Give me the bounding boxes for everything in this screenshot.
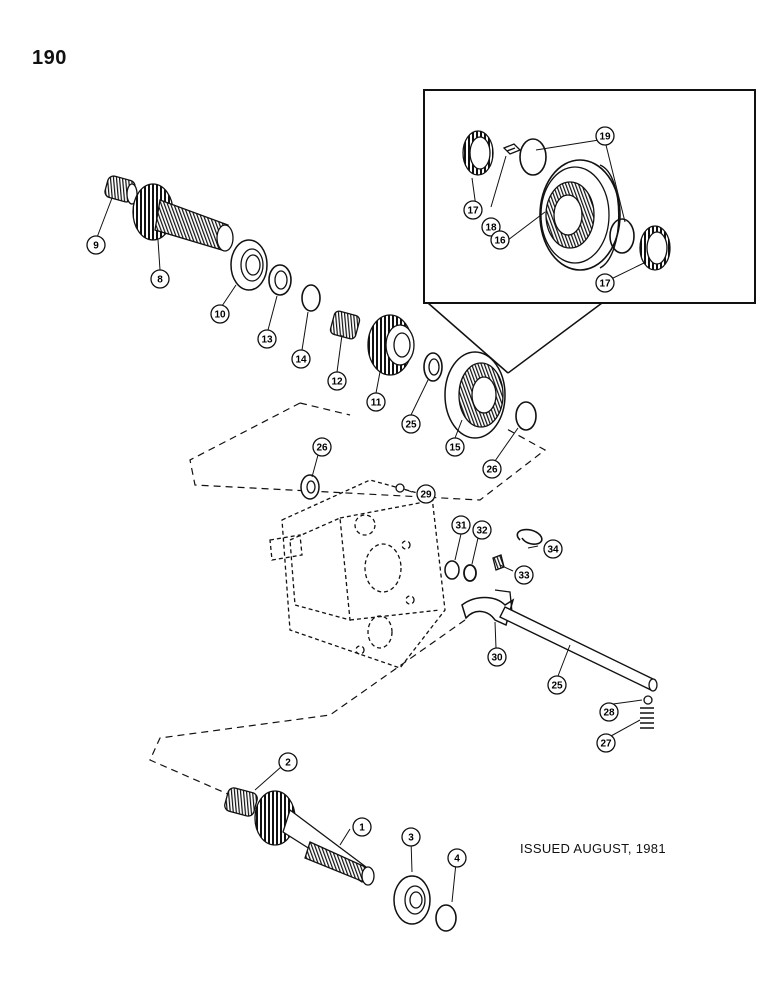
svg-text:34: 34	[547, 545, 559, 556]
callout-12: 12	[327, 371, 347, 391]
callouts: 9 8 10 13 14 12 11 25 15 26 17 18 16 19 …	[86, 126, 619, 868]
callout-26: 26	[312, 437, 332, 457]
gear-11	[367, 314, 415, 376]
svg-text:13: 13	[261, 335, 273, 346]
callout-11: 11	[366, 392, 386, 412]
svg-text:26: 26	[486, 465, 498, 476]
callout-8: 8	[150, 269, 170, 289]
callout-19: 19	[595, 126, 615, 146]
ball-28	[643, 695, 653, 705]
svg-text:12: 12	[331, 377, 343, 388]
washer-13	[268, 264, 292, 296]
shaft-gear-8	[132, 183, 234, 252]
snap-ring-4	[435, 904, 457, 932]
svg-text:2: 2	[285, 758, 291, 769]
key-18	[502, 143, 522, 155]
svg-text:17: 17	[467, 206, 479, 217]
callout-34: 34	[543, 539, 563, 559]
callout-10: 10	[210, 304, 230, 324]
svg-text:17: 17	[599, 279, 611, 290]
callout-17-upper: 17	[463, 200, 483, 220]
svg-text:16: 16	[494, 236, 506, 247]
callout-21: 26	[482, 459, 502, 479]
washer-14	[301, 284, 321, 312]
callout-3: 3	[401, 827, 421, 847]
callout-17-lower: 17	[595, 273, 615, 293]
spring-ring-19-right	[609, 218, 635, 254]
callout-33: 33	[514, 565, 534, 585]
spring-34	[516, 528, 543, 545]
callout-29: 29	[416, 484, 436, 504]
svg-text:11: 11	[371, 398, 382, 409]
needle-bearing-12	[329, 310, 361, 340]
washer-31	[444, 560, 460, 580]
svg-text:25: 25	[405, 420, 417, 431]
callout-9: 9	[86, 235, 106, 255]
callout-16: 16	[490, 230, 510, 250]
svg-text:33: 33	[518, 571, 530, 582]
needle-bearing-2	[224, 787, 258, 817]
callout-30: 30	[487, 647, 507, 667]
leader-lines	[95, 139, 647, 903]
svg-text:14: 14	[295, 355, 307, 366]
callout-4: 4	[447, 848, 467, 868]
svg-text:19: 19	[599, 132, 611, 143]
bearing-3	[393, 875, 431, 925]
screw-33	[492, 554, 505, 571]
svg-text:27: 27	[600, 739, 612, 750]
svg-text:1: 1	[359, 823, 365, 834]
svg-text:10: 10	[214, 310, 226, 321]
spring-ring-19-left	[519, 138, 547, 176]
nut-32	[463, 564, 477, 582]
callout-25: 25	[547, 675, 567, 695]
callout-28: 28	[599, 702, 619, 722]
svg-text:15: 15	[449, 443, 461, 454]
callout-15: 15	[445, 437, 465, 457]
svg-text:28: 28	[603, 708, 615, 719]
seal-26	[300, 474, 320, 500]
shift-fork-30	[461, 589, 515, 627]
callout-1: 1	[352, 817, 372, 837]
callout-31: 31	[451, 515, 471, 535]
snap-ring-21	[515, 401, 537, 431]
spring-27	[640, 707, 654, 729]
needle-bearing-9	[104, 175, 138, 205]
hub-sleeve-16	[539, 159, 621, 271]
callout-13: 13	[257, 329, 277, 349]
callout-2: 2	[278, 752, 298, 772]
synchronizer-15	[444, 351, 506, 439]
svg-text:26: 26	[316, 443, 328, 454]
synchronizer-ring-17-lower	[639, 225, 671, 271]
svg-text:3: 3	[408, 833, 414, 844]
svg-text:9: 9	[93, 241, 99, 252]
shift-rail-25	[499, 606, 658, 692]
svg-text:29: 29	[420, 490, 432, 501]
reference-outlines	[149, 402, 547, 796]
svg-text:30: 30	[491, 653, 503, 664]
svg-text:25: 25	[551, 681, 563, 692]
issued-date: ISSUED AUGUST, 1981	[520, 841, 666, 856]
callout-32: 32	[472, 520, 492, 540]
svg-text:4: 4	[454, 854, 460, 865]
svg-text:18: 18	[485, 223, 497, 234]
synchronizer-ring-17-upper	[462, 130, 494, 176]
svg-text:8: 8	[157, 275, 163, 286]
washer-20	[423, 352, 443, 382]
main-shaft-1	[254, 790, 375, 886]
callout-20: 25	[401, 414, 421, 434]
callout-14: 14	[291, 349, 311, 369]
bearing-10	[230, 239, 268, 291]
plug-29	[395, 483, 405, 493]
svg-text:32: 32	[476, 526, 488, 537]
svg-text:31: 31	[455, 521, 467, 532]
transmission-case	[269, 479, 446, 669]
callout-27: 27	[596, 733, 616, 753]
page-number: 190	[32, 47, 67, 69]
